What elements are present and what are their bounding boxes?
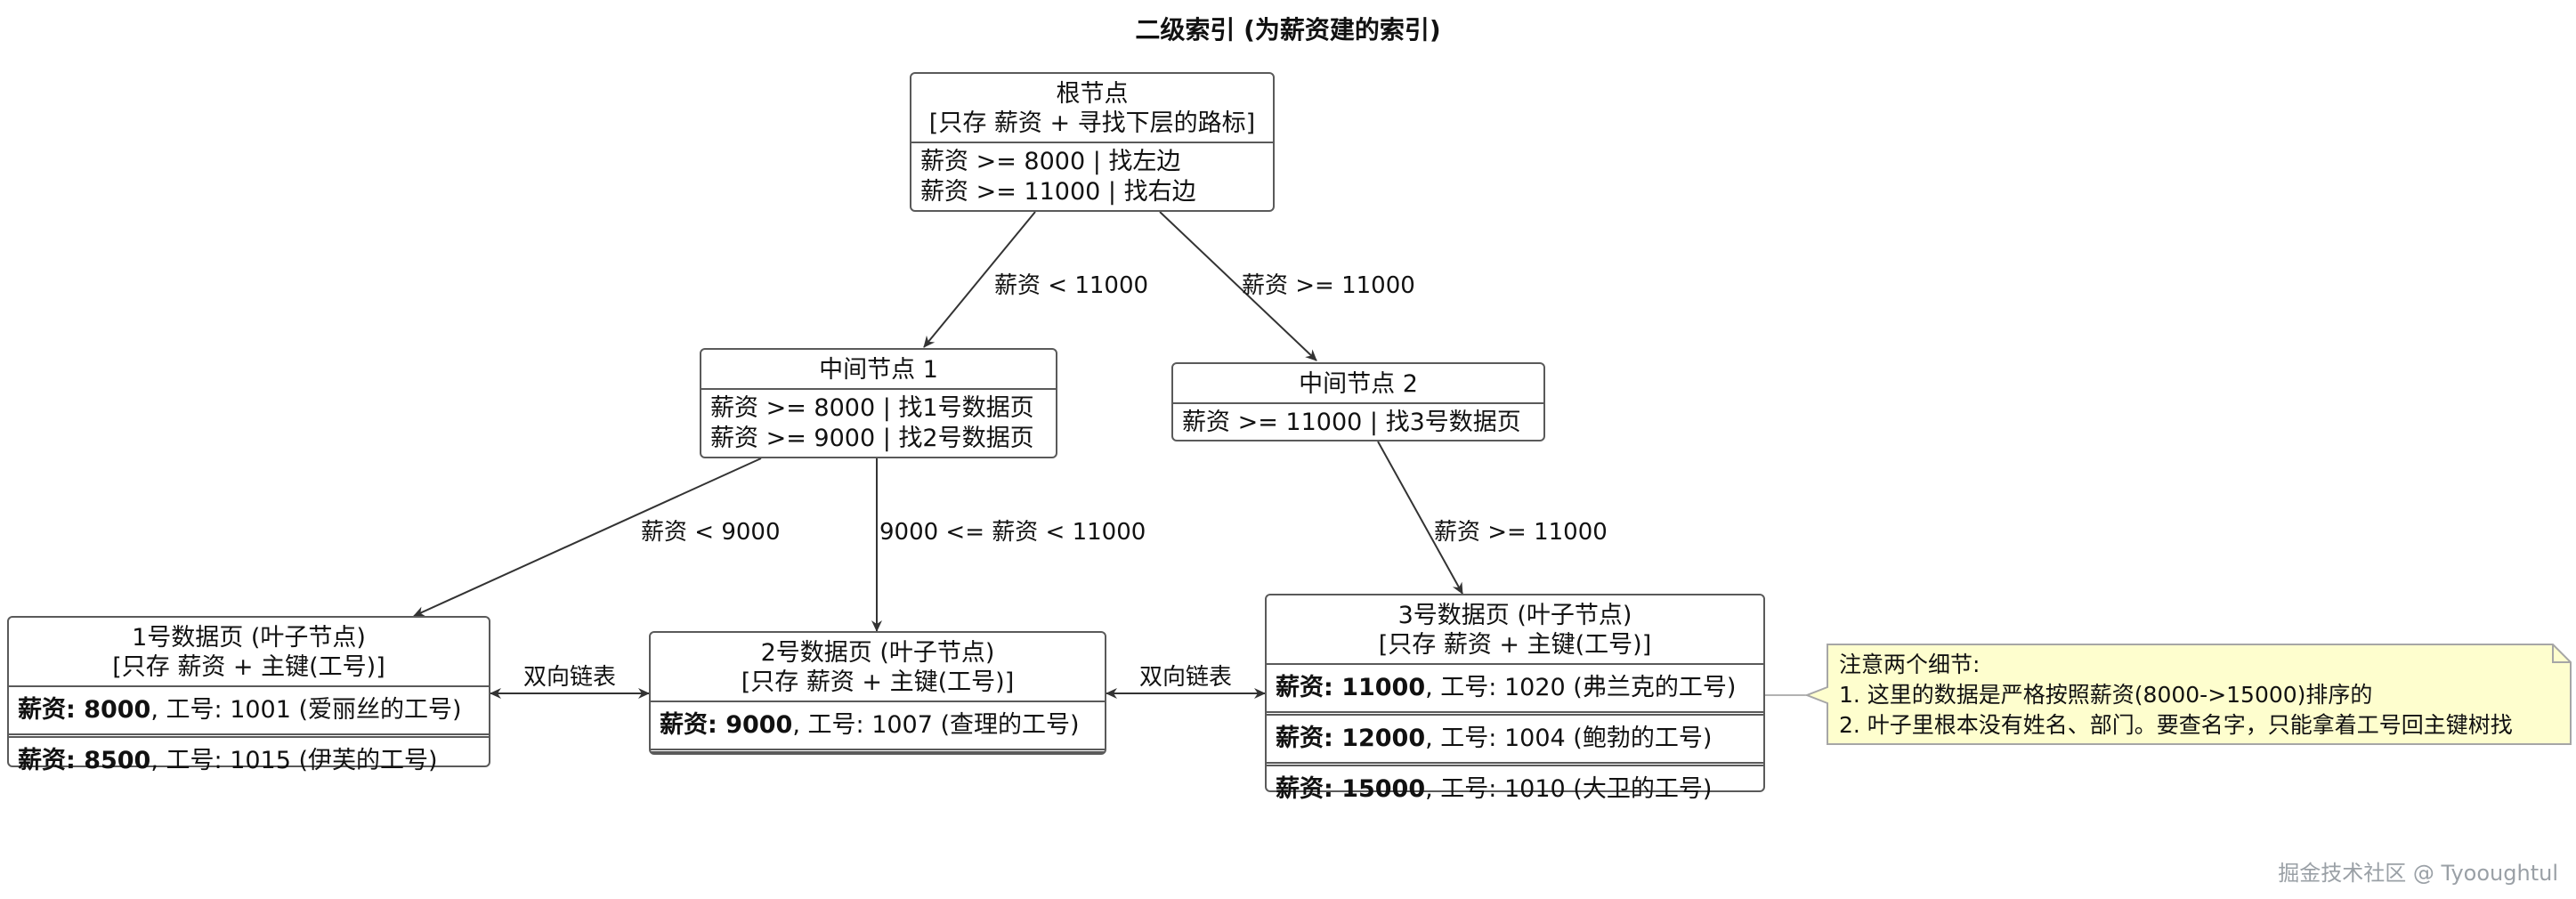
mid-node-1-name: 中间节点 1: [819, 356, 938, 384]
mid1-row-1: 薪资 >= 8000 | 找1号数据页: [710, 394, 1034, 422]
edge-label-root-mid2: 薪资 >= 11000: [1242, 272, 1415, 299]
note-text: 注意两个细节: 1. 这里的数据是严格按照薪资(8000->15000)排序的 …: [1839, 650, 2513, 741]
note-line-2: 1. 这里的数据是严格按照薪资(8000->15000)排序的: [1839, 682, 2373, 708]
leaf3-row-3-rest: , 工号: 1010 (大卫的工号): [1425, 775, 1713, 803]
leaf3-row-1: 薪资: 11000, 工号: 1020 (弗兰克的工号): [1267, 663, 1763, 711]
edge-label-mid1-leaf1: 薪资 < 9000: [641, 519, 781, 546]
root-node: 根节点 [只存 薪资 + 寻找下层的路标] 薪资 >= 8000 | 找左边 薪…: [910, 72, 1275, 212]
mid-node-1-rows: 薪资 >= 8000 | 找1号数据页 薪资 >= 9000 | 找2号数据页: [701, 388, 1056, 458]
edge-label-leaf2-leaf3: 双向链表: [1139, 664, 1233, 691]
leaf3-desc: [只存 薪资 + 主键(工号)]: [1378, 631, 1652, 659]
leaf-node-2: 2号数据页 (叶子节点) [只存 薪资 + 主键(工号)] 薪资: 9000, …: [649, 631, 1106, 755]
leaf1-row-1: 薪资: 8000, 工号: 1001 (爱丽丝的工号): [9, 685, 489, 733]
leaf-node-1: 1号数据页 (叶子节点) [只存 薪资 + 主键(工号)] 薪资: 8000, …: [7, 616, 490, 774]
leaf1-row-2-key: 薪资: 8500: [18, 747, 151, 774]
leaf2-empty-row: [651, 749, 1105, 758]
leaf1-row-1-rest: , 工号: 1001 (爱丽丝的工号): [150, 696, 462, 724]
edge-mid1-leaf1: [413, 458, 762, 617]
root-row-2: 薪资 >= 11000 | 找右边: [920, 178, 1196, 206]
edge-label-root-mid1: 薪资 < 11000: [994, 272, 1149, 299]
leaf3-row-3-key: 薪资: 15000: [1276, 775, 1426, 803]
watermark: 掘金技术社区 @ Tyooughtul: [2278, 861, 2558, 886]
diagram-title: 二级索引 (为薪资建的索引): [1135, 15, 1441, 45]
root-row-1: 薪资 >= 8000 | 找左边: [920, 148, 1181, 175]
mid-node-2: 中间节点 2 薪资 >= 11000 | 找3号数据页: [1171, 362, 1545, 441]
edge-label-mid2-leaf3: 薪资 >= 11000: [1434, 519, 1608, 546]
note-box: [1804, 644, 2572, 745]
mid-node-1: 中间节点 1 薪资 >= 8000 | 找1号数据页 薪资 >= 9000 | …: [700, 348, 1057, 458]
leaf2-name: 2号数据页 (叶子节点): [760, 639, 995, 667]
leaf1-row-1-key: 薪资: 8000: [18, 696, 151, 724]
root-node-desc: [只存 薪资 + 寻找下层的路标]: [928, 109, 1256, 137]
leaf1-row-2: 薪资: 8500, 工号: 1015 (伊芙的工号): [9, 733, 489, 784]
leaf2-row-1-key: 薪资: 9000: [660, 711, 793, 739]
root-node-name: 根节点: [1056, 80, 1129, 108]
leaf2-desc: [只存 薪资 + 主键(工号)]: [741, 668, 1015, 696]
note-fold: [2552, 644, 2571, 663]
edge-label-mid1-leaf2: 9000 <= 薪资 < 11000: [879, 519, 1146, 546]
leaf-node-3: 3号数据页 (叶子节点) [只存 薪资 + 主键(工号)] 薪资: 11000,…: [1265, 594, 1765, 803]
leaf3-row-2-key: 薪资: 12000: [1276, 725, 1426, 752]
leaf3-row-1-rest: , 工号: 1020 (弗兰克的工号): [1425, 674, 1737, 701]
note-line-1: 注意两个细节:: [1839, 652, 1981, 677]
leaf2-row-1-rest: , 工号: 1007 (查理的工号): [792, 711, 1080, 739]
leaf1-row-2-rest: , 工号: 1015 (伊芙的工号): [150, 747, 438, 774]
mid1-row-2: 薪资 >= 9000 | 找2号数据页: [710, 425, 1034, 452]
edge-root-mid2: [1159, 211, 1317, 361]
mid-node-2-name: 中间节点 2: [1299, 370, 1418, 398]
leaf3-name: 3号数据页 (叶子节点): [1397, 602, 1632, 629]
mid-node-2-rows: 薪资 >= 11000 | 找3号数据页: [1173, 402, 1543, 441]
leaf3-row-3: 薪资: 15000, 工号: 1010 (大卫的工号): [1267, 762, 1763, 813]
edge-root-mid1: [923, 211, 1036, 348]
note-line-3: 2. 叶子里根本没有姓名、部门。要查名字，只能拿着工号回主键树找: [1839, 712, 2513, 738]
leaf1-name: 1号数据页 (叶子节点): [132, 624, 366, 652]
mid2-row-1: 薪资 >= 11000 | 找3号数据页: [1182, 409, 1521, 436]
leaf3-row-2-rest: , 工号: 1004 (鲍勃的工号): [1425, 725, 1713, 752]
edge-label-leaf1-leaf2: 双向链表: [523, 664, 617, 691]
edge-mid2-leaf3: [1377, 441, 1463, 595]
leaf2-row-1: 薪资: 9000, 工号: 1007 (查理的工号): [651, 701, 1105, 749]
leaf1-desc: [只存 薪资 + 主键(工号)]: [112, 653, 385, 681]
root-node-rows: 薪资 >= 8000 | 找左边 薪资 >= 11000 | 找右边: [911, 142, 1273, 211]
leaf3-row-1-key: 薪资: 11000: [1276, 674, 1426, 701]
leaf3-row-2: 薪资: 12000, 工号: 1004 (鲍勃的工号): [1267, 711, 1763, 762]
